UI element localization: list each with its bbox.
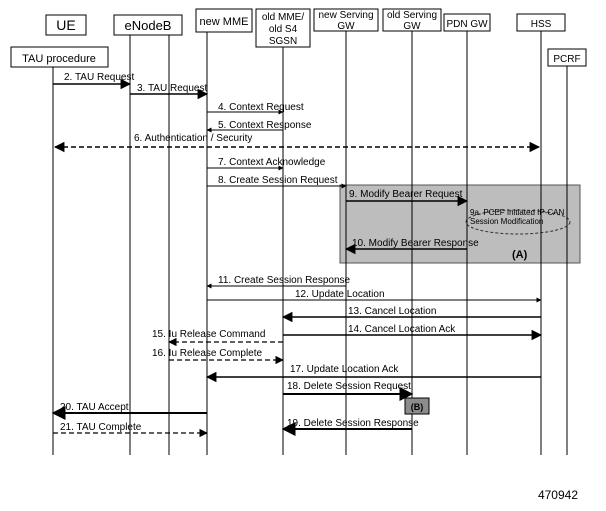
svg-text:PDN GW: PDN GW: [446, 19, 488, 30]
participant-pdn-gw: PDN GW: [443, 13, 491, 32]
region-a-label: (A): [512, 249, 528, 261]
svg-text:old S4: old S4: [269, 24, 298, 35]
msg-5-label: 5. Context Response: [218, 120, 312, 131]
msg-18-label: 18. Delete Session Request: [287, 381, 411, 392]
svg-text:eNodeB: eNodeB: [125, 18, 172, 33]
participant-ue: UE: [45, 14, 87, 36]
msg-3-label: 3. TAU Request: [137, 83, 207, 94]
svg-text:new Serving: new Serving: [318, 10, 373, 21]
msg-4-label: 4. Context Request: [218, 102, 304, 113]
svg-text:new MME: new MME: [200, 16, 249, 28]
msg-6-label: 6. Authentication / Security: [134, 133, 252, 144]
participant-enodeb: eNodeB: [113, 14, 183, 36]
region-a-note-line2: Session Modification: [470, 217, 543, 226]
svg-text:GW: GW: [337, 21, 355, 32]
msg-17-label: 17. Update Location Ack: [290, 364, 399, 375]
participant-pcrf: PCRF: [547, 48, 587, 67]
participant-old-sgw: old Serving GW: [382, 8, 442, 32]
msg-14-label: 14. Cancel Location Ack: [348, 324, 456, 335]
region-a-note-line1: 9a. PCEF Initiated IP-CAN: [470, 208, 564, 217]
tau-procedure-box: TAU procedure: [10, 46, 109, 68]
msg-2-label: 2. TAU Request: [64, 72, 134, 83]
svg-text:SGSN: SGSN: [269, 36, 297, 47]
figure-id: 470942: [538, 488, 578, 502]
msg-7-label: 7. Context Acknowledge: [218, 157, 326, 168]
msg-20-label: 20. TAU Accept: [60, 402, 129, 413]
participant-old-mme: old MME/ old S4 SGSN: [255, 8, 311, 48]
msg-9-label: 9. Modify Bearer Request: [349, 189, 463, 200]
participant-hss: HSS: [516, 13, 566, 32]
msg-11-label: 11. Create Session Response: [218, 275, 351, 286]
svg-text:old MME/: old MME/: [262, 12, 304, 23]
svg-text:UE: UE: [56, 17, 75, 33]
participant-new-sgw: new Serving GW: [313, 8, 379, 32]
svg-text:PCRF: PCRF: [553, 54, 580, 65]
svg-text:HSS: HSS: [531, 19, 552, 30]
svg-text:TAU procedure: TAU procedure: [22, 53, 96, 65]
msg-12-label: 12. Update Location: [295, 289, 385, 300]
svg-text:old Serving: old Serving: [387, 10, 437, 21]
region-b-box: (B): [404, 397, 430, 415]
lifelines: [52, 31, 568, 455]
msg-10-label: 10. Modify Bearer Response: [352, 238, 479, 249]
msg-16-label: 16. Iu Release Complete: [152, 348, 263, 359]
msg-21-label: 21. TAU Complete: [60, 422, 142, 433]
msg-13-label: 13. Cancel Location: [348, 306, 436, 317]
msg-19-label: 19. Delete Session Response: [287, 418, 419, 429]
participant-new-mme: new MME: [195, 8, 253, 33]
svg-text:(B): (B): [411, 402, 424, 412]
region-a-note-ellipse: [465, 209, 571, 235]
svg-text:GW: GW: [403, 21, 421, 32]
msg-15-label: 15. Iu Release Command: [152, 329, 265, 340]
msg-8-label: 8. Create Session Request: [218, 175, 338, 186]
